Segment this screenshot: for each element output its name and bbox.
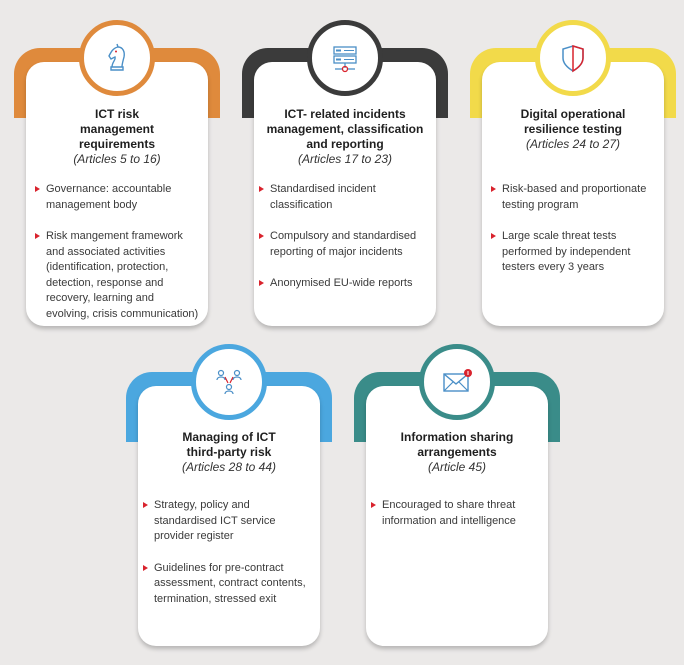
list-item-text: Compulsory and standardised reporting of… [270, 230, 417, 258]
list-item-text: Governance: accountable management body [46, 183, 172, 211]
list-item: Risk-based and proportionate testing pro… [486, 182, 656, 213]
pillar-name: ICT- related incidents management, class… [266, 107, 424, 151]
list-item: Standardised incident classification [254, 182, 428, 213]
pillar-card: ICT- related incidents management, class… [254, 20, 436, 326]
list-item: Large scale threat tests performed by in… [486, 229, 656, 276]
pillar-title: Managing of ICT third-party risk (Articl… [146, 430, 312, 475]
icon-circle [307, 20, 383, 96]
pillar-card: ICT risk management requirements (Articl… [26, 20, 208, 326]
list-item-text: Risk mangement framework and associated … [46, 230, 199, 320]
pillar-name: Digital operational resilience testing [520, 107, 626, 136]
shield-icon [562, 44, 584, 73]
list-item-text: Encouraged to share threat information a… [382, 499, 516, 527]
chess-knight-icon [108, 43, 125, 71]
bullet-arrow-icon [491, 186, 496, 192]
bullet-list: Strategy, policy and standardised ICT se… [138, 498, 312, 623]
icon-circle [419, 344, 495, 420]
pillar-title: Information sharing arrangements (Articl… [374, 430, 540, 475]
list-item-text: Anonymised EU-wide reports [270, 277, 413, 289]
bullet-list: Standardised incident classification Com… [254, 182, 428, 308]
bullet-arrow-icon [143, 502, 148, 508]
list-item: Strategy, policy and standardised ICT se… [138, 498, 312, 545]
envelope-icon [443, 369, 472, 392]
server-icon [333, 46, 357, 73]
pillar-articles: (Articles 5 to 16) [73, 152, 161, 166]
list-item-text: Standardised incident classification [270, 183, 376, 211]
pillar-articles: (Articles 17 to 23) [297, 152, 393, 166]
bullet-list: Encouraged to share threat information a… [366, 498, 540, 545]
pillar-name: ICT risk management requirements [78, 107, 156, 151]
bullet-list: Risk-based and proportionate testing pro… [486, 182, 656, 292]
network-people-icon [216, 369, 242, 395]
bullet-arrow-icon [259, 233, 264, 239]
list-item: Compulsory and standardised reporting of… [254, 229, 428, 260]
pillar-articles: (Articles 28 to 44) [181, 460, 277, 474]
bullet-arrow-icon [35, 233, 40, 239]
bullet-arrow-icon [259, 186, 264, 192]
list-item: Guidelines for pre-contract assessment, … [138, 561, 312, 608]
list-item-text: Large scale threat tests performed by in… [502, 230, 631, 273]
pillar-articles: (Articles 24 to 27) [525, 137, 621, 151]
pillar-resilience-testing: Digital operational resilience testing (… [470, 20, 676, 326]
pillar-ict-incidents: ICT- related incidents management, class… [242, 20, 448, 326]
pillar-title: ICT- related incidents management, class… [262, 107, 428, 167]
list-item: Encouraged to share threat information a… [366, 498, 540, 529]
bullet-arrow-icon [35, 186, 40, 192]
pillar-title: ICT risk management requirements (Articl… [34, 107, 200, 167]
pillar-information-sharing: Information sharing arrangements (Articl… [354, 344, 560, 646]
pillar-third-party-risk: Managing of ICT third-party risk (Articl… [126, 344, 332, 646]
pillar-name: Information sharing arrangements [400, 430, 514, 459]
pillar-card: Managing of ICT third-party risk (Articl… [138, 344, 320, 646]
bullet-arrow-icon [143, 564, 148, 571]
pillar-card: Information sharing arrangements (Articl… [366, 344, 548, 646]
list-item-text: Strategy, policy and standardised ICT se… [154, 499, 276, 542]
pillar-title: Digital operational resilience testing (… [490, 107, 656, 152]
bullet-arrow-icon [371, 502, 376, 508]
icon-circle [535, 20, 611, 96]
pillar-card: Digital operational resilience testing (… [482, 20, 664, 326]
pillar-name: Managing of ICT third-party risk [182, 430, 276, 459]
list-item: Anonymised EU-wide reports [254, 276, 428, 292]
pillar-ict-risk-management: ICT risk management requirements (Articl… [14, 20, 220, 326]
list-item: Governance: accountable management body [30, 182, 200, 213]
bullet-arrow-icon [259, 280, 264, 286]
list-item: Risk mangement framework and associated … [30, 229, 200, 322]
bullet-list: Governance: accountable management body … [30, 182, 200, 338]
list-item-text: Guidelines for pre-contract assessment, … [154, 561, 306, 605]
list-item-text: Risk-based and proportionate testing pro… [502, 183, 647, 211]
bullet-arrow-icon [491, 233, 496, 239]
icon-circle [79, 20, 155, 96]
pillar-articles: (Article 45) [427, 460, 486, 474]
icon-circle [191, 344, 267, 420]
